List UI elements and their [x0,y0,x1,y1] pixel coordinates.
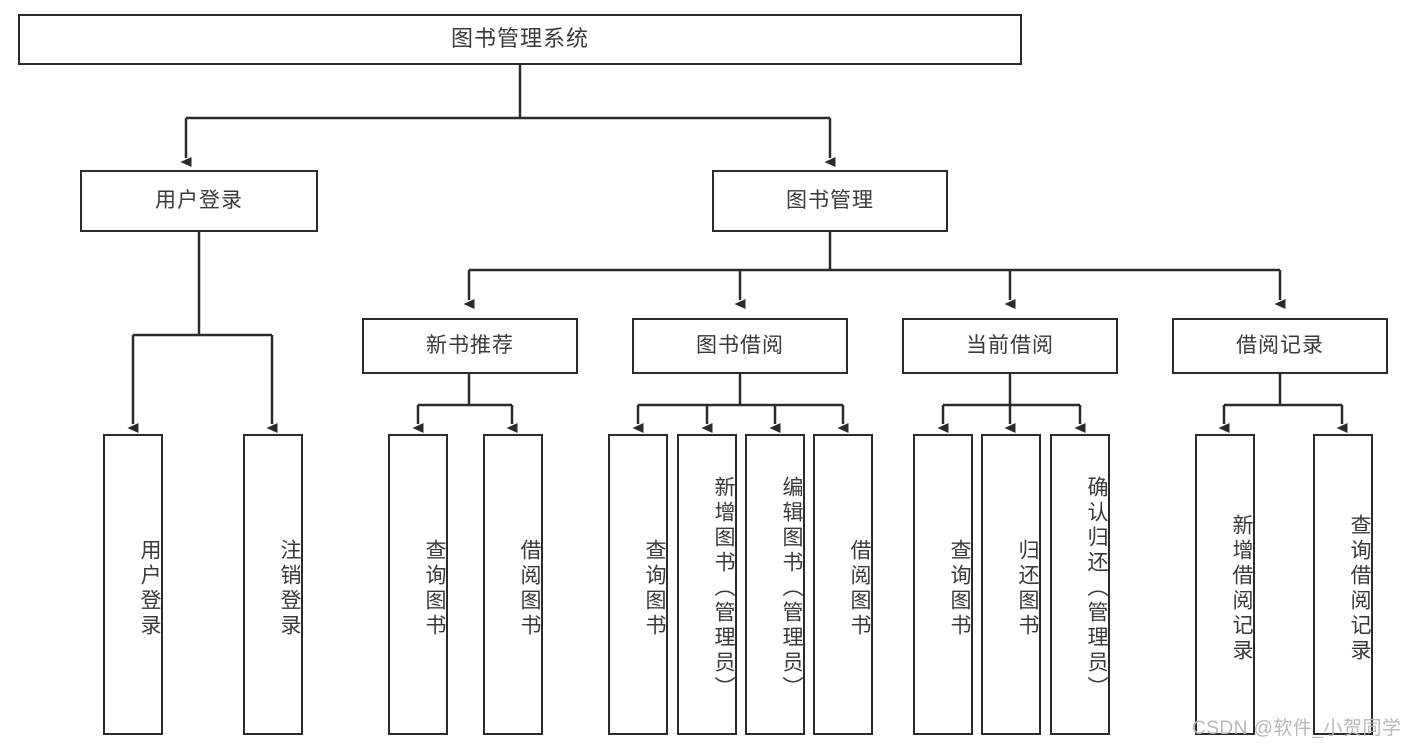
node-leaf-newbook-borrow[interactable]: 借阅图书 [483,434,543,735]
node-leaf-user-logout[interactable]: 注销登录 [243,434,303,735]
node-borrow-record[interactable]: 借阅记录 [1172,318,1388,374]
node-leaf-borrow-query[interactable]: 查询图书 [608,434,668,735]
node-new-book-recommend[interactable]: 新书推荐 [362,318,578,374]
node-leaf-current-query[interactable]: 查询图书 [913,434,973,735]
node-leaf-current-confirm-admin[interactable]: 确认归还（管理员） [1050,434,1110,735]
node-book-borrow[interactable]: 图书借阅 [632,318,848,374]
csdn-watermark: CSDN @软件_小贺同学 [1192,718,1402,739]
node-user-login[interactable]: 用户登录 [80,170,318,232]
node-root-system[interactable]: 图书管理系统 [18,14,1022,65]
node-leaf-user-login[interactable]: 用户登录 [103,434,163,735]
node-leaf-record-query[interactable]: 查询借阅记录 [1313,434,1373,735]
node-leaf-newbook-query[interactable]: 查询图书 [388,434,448,735]
node-leaf-borrow-lend[interactable]: 借阅图书 [813,434,873,735]
node-leaf-current-return[interactable]: 归还图书 [981,434,1041,735]
node-book-management[interactable]: 图书管理 [712,170,948,232]
node-leaf-record-add[interactable]: 新增借阅记录 [1195,434,1255,735]
node-leaf-borrow-edit-admin[interactable]: 编辑图书（管理员） [745,434,805,735]
node-leaf-borrow-add-admin[interactable]: 新增图书（管理员） [677,434,737,735]
node-current-borrow[interactable]: 当前借阅 [902,318,1118,374]
